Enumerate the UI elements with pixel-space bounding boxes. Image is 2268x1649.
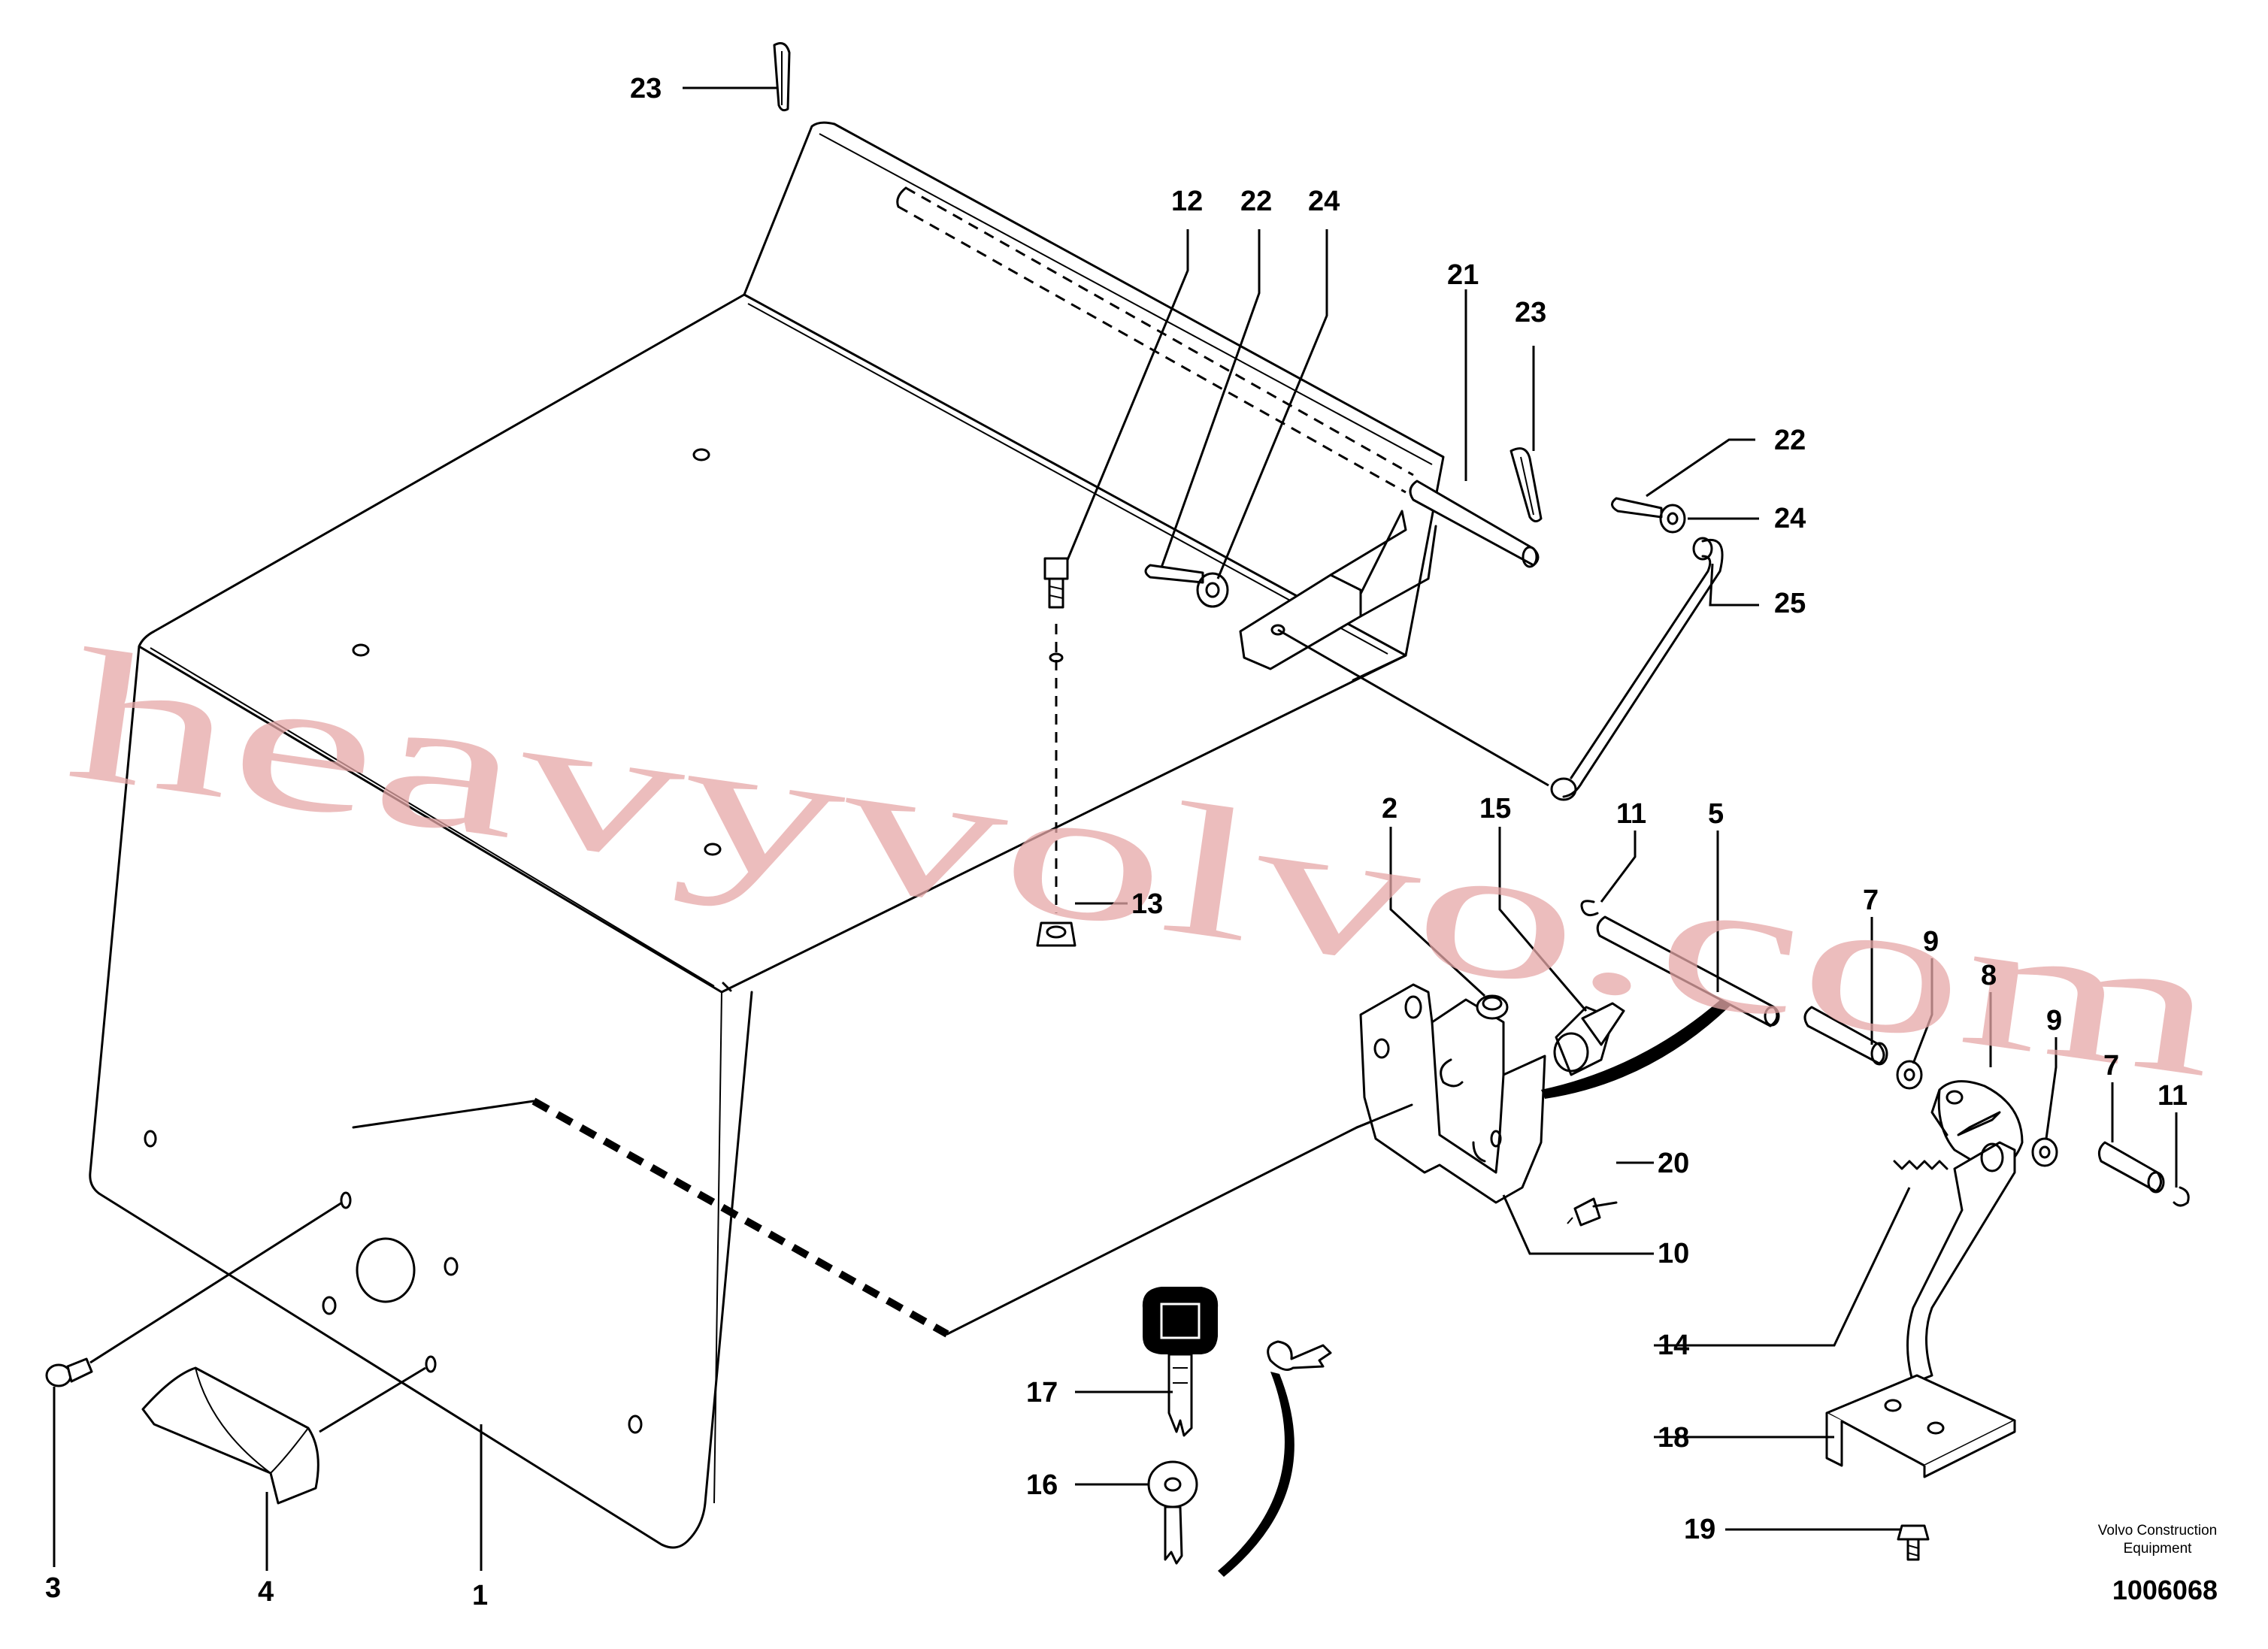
hinge-pin-part-21 bbox=[1409, 480, 1540, 568]
assembly-line-rod bbox=[1277, 628, 1549, 787]
callout-11-right: 11 bbox=[2157, 1080, 2188, 1112]
key-path-curve bbox=[1218, 1372, 1294, 1577]
callout-8: 8 bbox=[1981, 960, 1997, 991]
callout-4: 4 bbox=[258, 1576, 274, 1608]
callout-10: 10 bbox=[1658, 1238, 1689, 1269]
callout-20: 20 bbox=[1658, 1148, 1689, 1179]
link-rod-part-25 bbox=[1550, 537, 1724, 801]
assembly-line-bracket bbox=[1355, 1103, 1413, 1129]
callout-12: 12 bbox=[1171, 186, 1203, 217]
callout-23-right: 23 bbox=[1515, 297, 1546, 328]
lock-bracket-part-10 bbox=[1359, 983, 1546, 1204]
key-insert-path bbox=[1541, 992, 1737, 1099]
callout-17: 17 bbox=[1026, 1377, 1058, 1408]
callout-16: 16 bbox=[1026, 1469, 1058, 1501]
callout-15: 15 bbox=[1479, 793, 1511, 824]
brand-line-2: Equipment bbox=[2124, 1541, 2193, 1557]
callout-22-left: 22 bbox=[1240, 186, 1272, 217]
pedal-part-18 bbox=[1825, 1141, 2016, 1478]
cotter-pin-part-23-top bbox=[773, 42, 791, 112]
washer-part-24-right bbox=[1659, 504, 1686, 534]
circlip-part-11-right bbox=[2173, 1186, 2190, 1207]
watermark-text: heavyvolvo.com bbox=[57, 610, 2230, 1117]
key-part-17 bbox=[1142, 1287, 1219, 1437]
brand-line-1: Volvo Construction bbox=[2098, 1523, 2217, 1539]
washer-part-9-left bbox=[1896, 1060, 1923, 1090]
key-outline-small bbox=[1267, 1340, 1332, 1371]
cotter-pin-part-23-right bbox=[1509, 447, 1543, 522]
callout-24-left: 24 bbox=[1308, 186, 1340, 217]
callout-14: 14 bbox=[1658, 1330, 1689, 1361]
assembly-line-handle bbox=[319, 1366, 426, 1433]
callout-25: 25 bbox=[1774, 588, 1806, 619]
screw-part-19 bbox=[1897, 1524, 1930, 1561]
callout-labels: 23 12 22 24 21 23 22 24 25 13 2 15 11 5 … bbox=[45, 73, 2188, 1611]
callout-9-right: 9 bbox=[2046, 1005, 2062, 1036]
leader-lines bbox=[53, 86, 2178, 1571]
callout-7-left: 7 bbox=[1863, 885, 1879, 916]
callout-22-right: 22 bbox=[1774, 425, 1806, 456]
callout-24-right: 24 bbox=[1774, 503, 1806, 534]
shaft-part-5 bbox=[1596, 915, 1780, 1027]
callout-18: 18 bbox=[1658, 1422, 1689, 1454]
washer-part-9-right bbox=[2031, 1137, 2058, 1167]
screw-part-3 bbox=[45, 1357, 93, 1387]
callout-21: 21 bbox=[1447, 259, 1479, 291]
nut-part-13 bbox=[1036, 921, 1076, 947]
callout-3: 3 bbox=[45, 1572, 61, 1604]
bolt-part-12 bbox=[1043, 557, 1069, 609]
document-number: 1006068 bbox=[2112, 1575, 2218, 1605]
bushing-part-7-left bbox=[1803, 1006, 1888, 1066]
callout-5: 5 bbox=[1708, 798, 1724, 830]
callout-7-right: 7 bbox=[2103, 1050, 2119, 1082]
spring-part-14 bbox=[1893, 1160, 1949, 1170]
callout-23-top: 23 bbox=[630, 73, 662, 104]
circlip-part-11-left bbox=[1580, 900, 1599, 917]
callout-19: 19 bbox=[1684, 1514, 1715, 1545]
grommet-part-2 bbox=[1476, 994, 1509, 1020]
lock-cylinder-part-15 bbox=[1553, 1002, 1625, 1076]
bushing-part-7-right bbox=[2097, 1141, 2165, 1194]
callout-11-left: 11 bbox=[1616, 798, 1646, 830]
cotter-pin-part-22-right bbox=[1611, 497, 1663, 519]
callout-9-left: 9 bbox=[1923, 926, 1939, 958]
cotter-pin-part-22-left bbox=[1144, 564, 1204, 584]
key-part-16 bbox=[1147, 1460, 1198, 1565]
hinge-bracket bbox=[1239, 510, 1437, 670]
callout-1: 1 bbox=[472, 1580, 488, 1611]
screw-part-20 bbox=[1567, 1197, 1618, 1227]
callout-13: 13 bbox=[1131, 888, 1163, 920]
washer-part-24-left bbox=[1196, 572, 1229, 608]
callout-2: 2 bbox=[1382, 793, 1397, 824]
assembly-line-screw bbox=[89, 1201, 343, 1364]
handle-part-4 bbox=[141, 1366, 319, 1505]
